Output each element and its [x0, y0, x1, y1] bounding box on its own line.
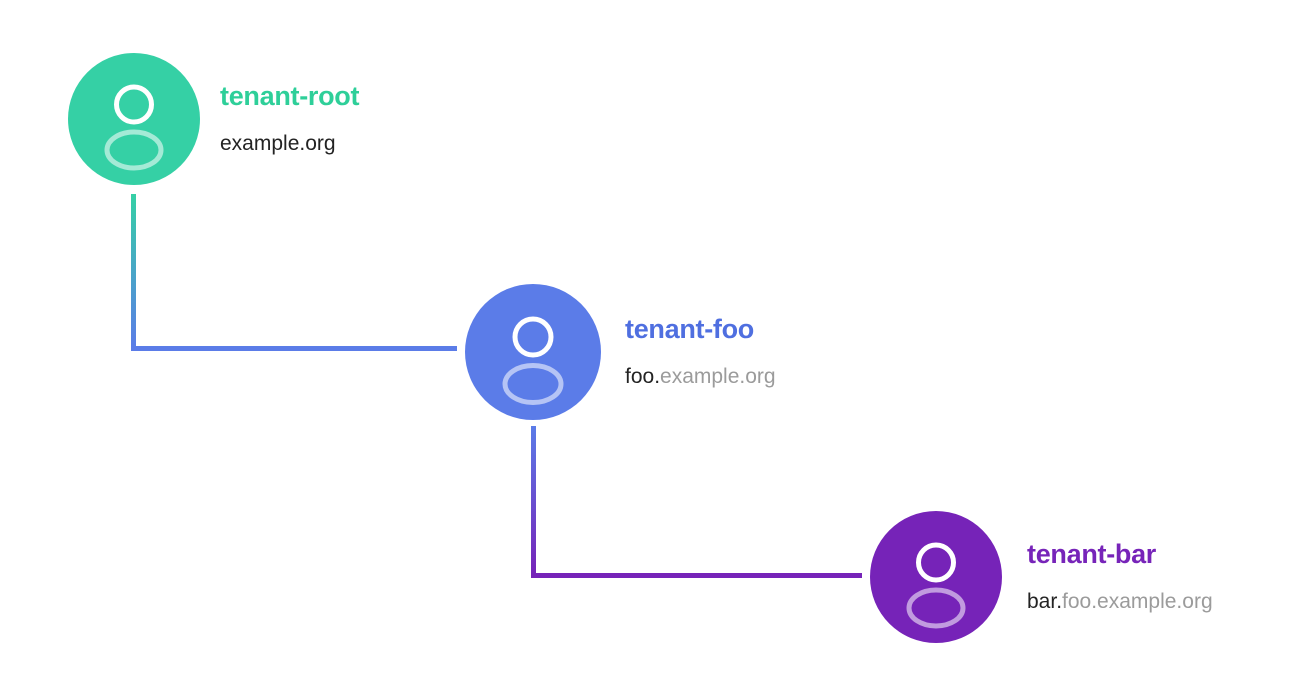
tenant-bar-domain-head: bar.	[1027, 589, 1063, 613]
tenant-foo-domain-head: foo.	[625, 364, 661, 388]
tenant-foo-text: tenant-foo foo.example.org	[625, 313, 776, 389]
node-tenant-bar[interactable]: tenant-bar bar.foo.example.org	[870, 511, 1213, 643]
connector-root-to-foo	[131, 194, 457, 351]
tenant-root-domain-head: example.org	[220, 131, 336, 155]
tenant-root-avatar[interactable]	[68, 53, 200, 185]
user-avatar-icon	[906, 542, 966, 629]
tenant-bar-title: tenant-bar	[1027, 538, 1157, 569]
tenant-bar-text: tenant-bar bar.foo.example.org	[1027, 538, 1213, 614]
tenant-bar-domain: bar.foo.example.org	[1027, 591, 1213, 612]
tenant-foo-avatar[interactable]	[465, 284, 601, 420]
node-tenant-foo[interactable]: tenant-foo foo.example.org	[465, 284, 776, 420]
tenant-foo-domain-tail: example.org	[660, 364, 776, 388]
tenant-root-title: tenant-root	[220, 80, 360, 111]
user-avatar-icon	[104, 84, 164, 171]
tenant-foo-title: tenant-foo	[625, 313, 754, 344]
tenant-bar-avatar[interactable]	[870, 511, 1002, 643]
tenant-bar-domain-tail: foo.example.org	[1062, 589, 1213, 613]
node-tenant-root[interactable]: tenant-root example.org	[68, 53, 359, 185]
connector-foo-to-bar	[531, 426, 862, 578]
tenant-root-domain: example.org	[220, 133, 359, 154]
tenant-root-text: tenant-root example.org	[220, 80, 360, 156]
tenant-foo-domain: foo.example.org	[625, 366, 776, 387]
user-avatar-icon	[502, 316, 564, 405]
